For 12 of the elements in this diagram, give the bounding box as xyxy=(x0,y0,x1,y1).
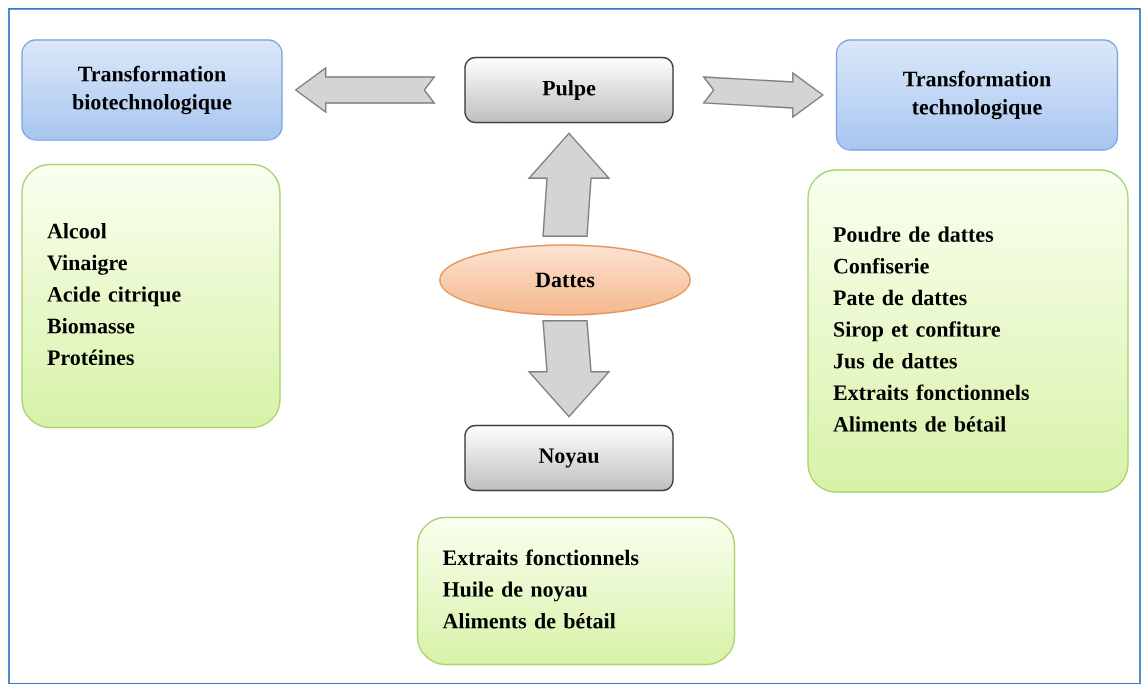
list-box: Poudre de dattes Confiserie Pate de dattes Sirop et confiture Jus de dattes Extraits fonctionnels Aliments de bétail xyxy=(807,169,1129,493)
list-box: Extraits fonctionnels Huile de noyau Aliments de bétail xyxy=(416,516,736,666)
block-arrow xyxy=(527,320,611,418)
process-box: Noyau xyxy=(464,424,674,492)
process-box: Transformation technologique xyxy=(835,39,1119,151)
block-arrow xyxy=(294,66,436,114)
block-arrow xyxy=(702,71,824,119)
oval-node: Dattes xyxy=(439,244,691,316)
block-arrow xyxy=(527,132,611,237)
process-box: Transformation biotechnologique xyxy=(21,39,283,141)
process-box: Pulpe xyxy=(464,56,674,124)
list-box: Alcool Vinaigre Acide citrique Biomasse Protéines xyxy=(21,163,281,429)
